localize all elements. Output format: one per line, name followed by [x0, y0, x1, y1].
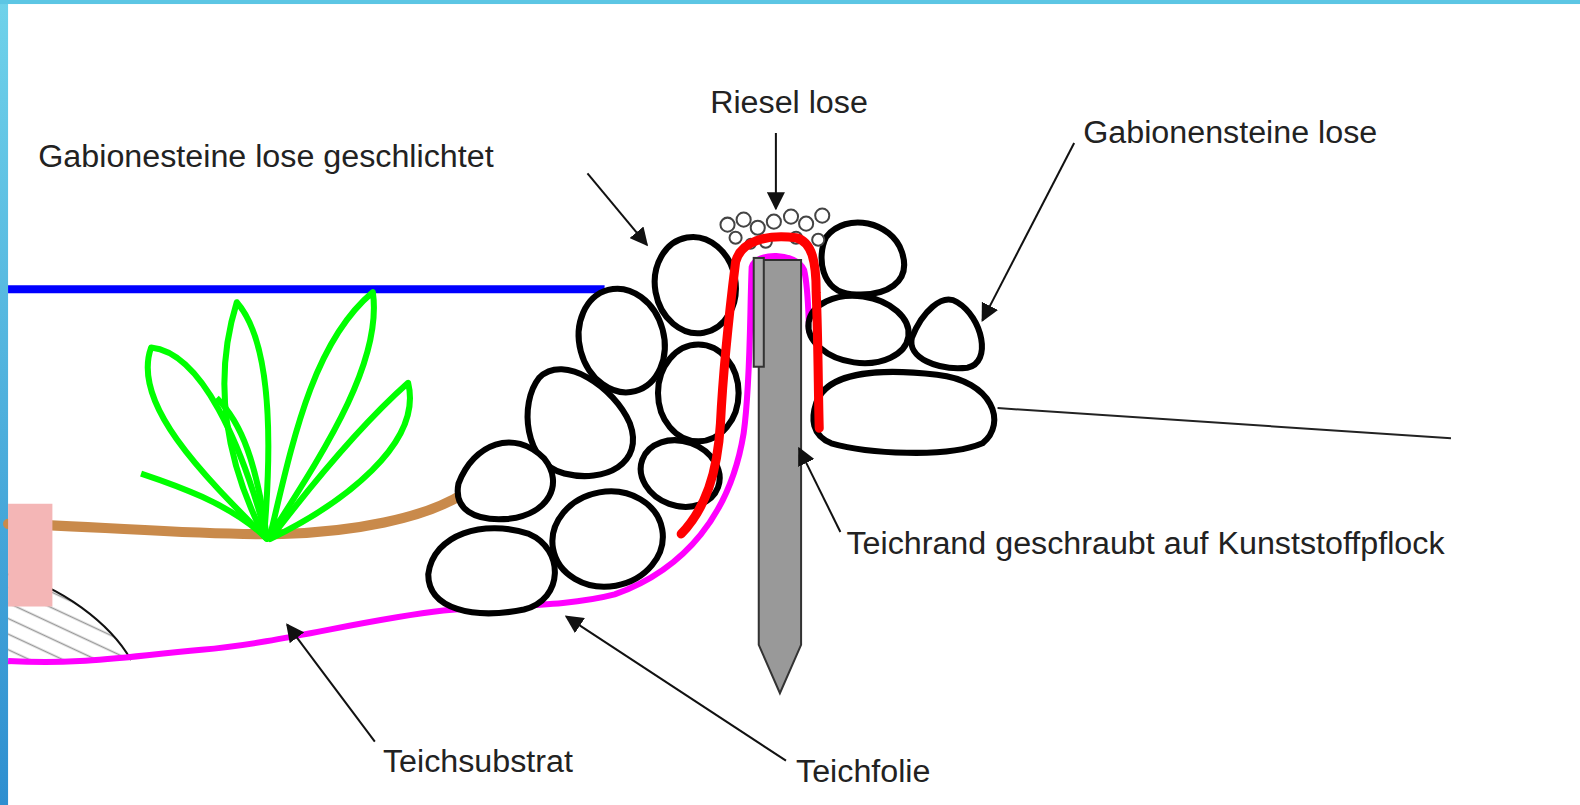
part-label: Teichrand geschraubt auf Kunststoffpfloc…	[846, 526, 1444, 561]
water-plant	[141, 292, 410, 539]
gravel	[720, 209, 829, 249]
edge-profile	[754, 258, 764, 367]
stake	[759, 260, 801, 693]
red-markup-line	[681, 237, 819, 534]
water-level	[8, 285, 605, 293]
part-label: Gabionensteine lose	[1083, 115, 1377, 150]
pond-basket	[8, 504, 52, 607]
part-label: Teichfolie	[796, 754, 930, 789]
part-label: Teichsubstrat	[383, 744, 573, 779]
frame-bar	[0, 0, 1580, 4]
part-label: Riesel lose	[710, 85, 868, 120]
leader-lines	[287, 133, 1074, 761]
ground-line	[998, 408, 1451, 438]
part-label: Gabionesteine lose geschlichtet	[38, 139, 493, 174]
frame-bar	[0, 0, 8, 805]
